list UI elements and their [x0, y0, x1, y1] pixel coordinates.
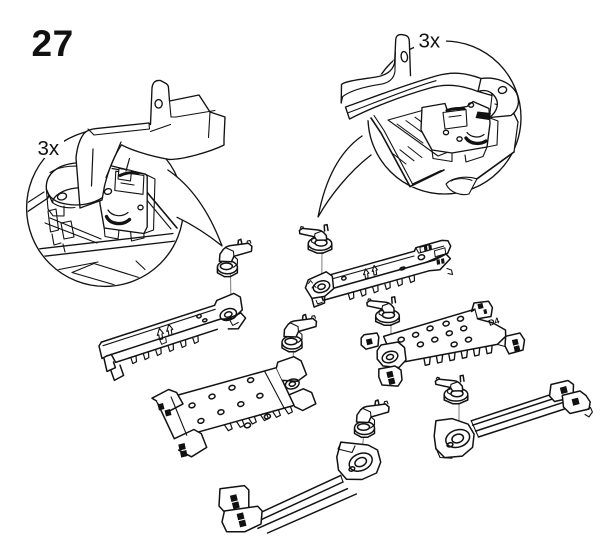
- svg-text:D4: D4: [487, 315, 501, 328]
- svg-text:27: 27: [32, 23, 74, 64]
- svg-text:3x: 3x: [38, 137, 60, 160]
- svg-text:3x: 3x: [419, 29, 441, 52]
